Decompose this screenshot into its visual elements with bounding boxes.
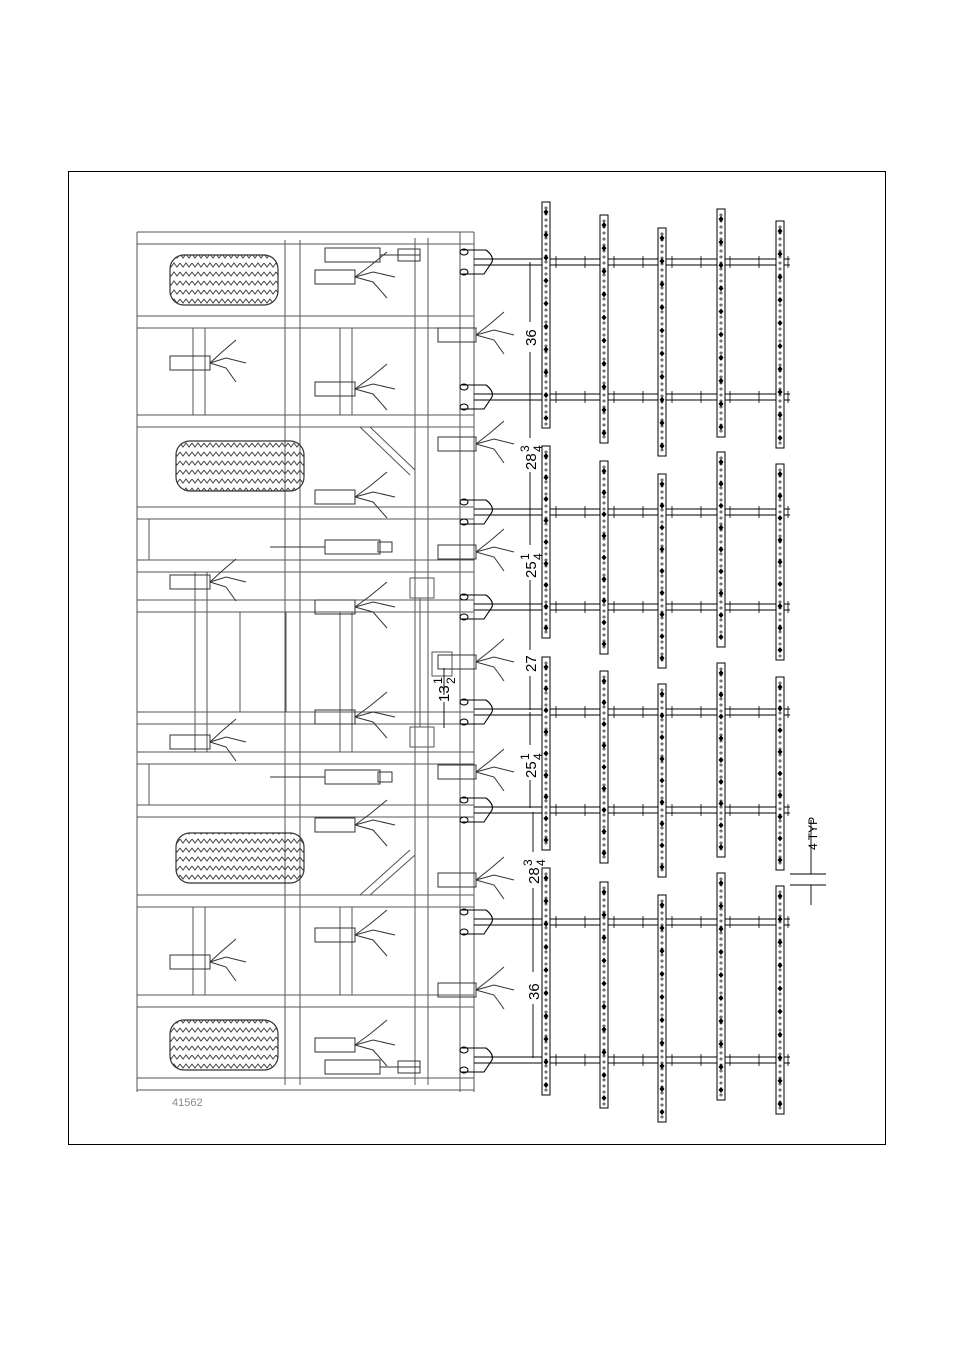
- arm-bracket: [462, 910, 492, 934]
- arm-bracket: [462, 500, 492, 524]
- machine-frame: [137, 232, 474, 1092]
- tire-icon: [170, 255, 278, 305]
- svg-text:28: 28: [523, 453, 540, 470]
- svg-text:4: 4: [534, 859, 548, 866]
- dim-center: 27: [523, 655, 540, 672]
- svg-text:3: 3: [521, 859, 535, 866]
- svg-text:28: 28: [526, 867, 543, 884]
- dimension-lines: [444, 262, 826, 1058]
- tires: [170, 255, 304, 1070]
- arm-bracket: [462, 1048, 492, 1072]
- hydraulic-cylinders: [270, 248, 420, 1074]
- tine-harrow: [474, 202, 790, 1122]
- dim-bottom-spacing: 36: [526, 983, 543, 1000]
- dimension-labels: 36 28 3 4 25 1 4 27 13 1 2 25 1 4 28 3 4…: [431, 329, 820, 1000]
- svg-text:4: 4: [531, 553, 545, 560]
- svg-text:1: 1: [518, 753, 532, 760]
- svg-text:1: 1: [431, 677, 445, 684]
- figure-number: 41562: [172, 1097, 203, 1109]
- svg-text:4: 4: [531, 753, 545, 760]
- dim-upper-gap: 28 3 4: [518, 445, 545, 470]
- sweep-shanks: [170, 252, 514, 1066]
- svg-text:1: 1: [518, 553, 532, 560]
- svg-text:13: 13: [436, 685, 453, 702]
- svg-text:4: 4: [531, 445, 545, 452]
- hitch-plates: [410, 578, 452, 747]
- tire-icon: [170, 1020, 278, 1070]
- dim-center-offset: 13 1 2: [431, 677, 458, 702]
- arm-bracket: [462, 595, 492, 619]
- svg-text:3: 3: [518, 445, 532, 452]
- tire-icon: [176, 833, 304, 883]
- arm-bracket: [462, 798, 492, 822]
- svg-text:2: 2: [444, 677, 458, 684]
- tire-icon: [176, 441, 304, 491]
- dim-top-spacing: 36: [523, 329, 540, 346]
- arm-bracket: [462, 250, 492, 274]
- svg-text:25: 25: [523, 561, 540, 578]
- arm-bracket: [462, 385, 492, 409]
- dim-upper-mid: 25 1 4: [518, 553, 545, 578]
- dim-tine-offset: 4 TYP: [806, 817, 820, 850]
- svg-text:25: 25: [523, 761, 540, 778]
- dim-lower-mid: 25 1 4: [518, 753, 545, 778]
